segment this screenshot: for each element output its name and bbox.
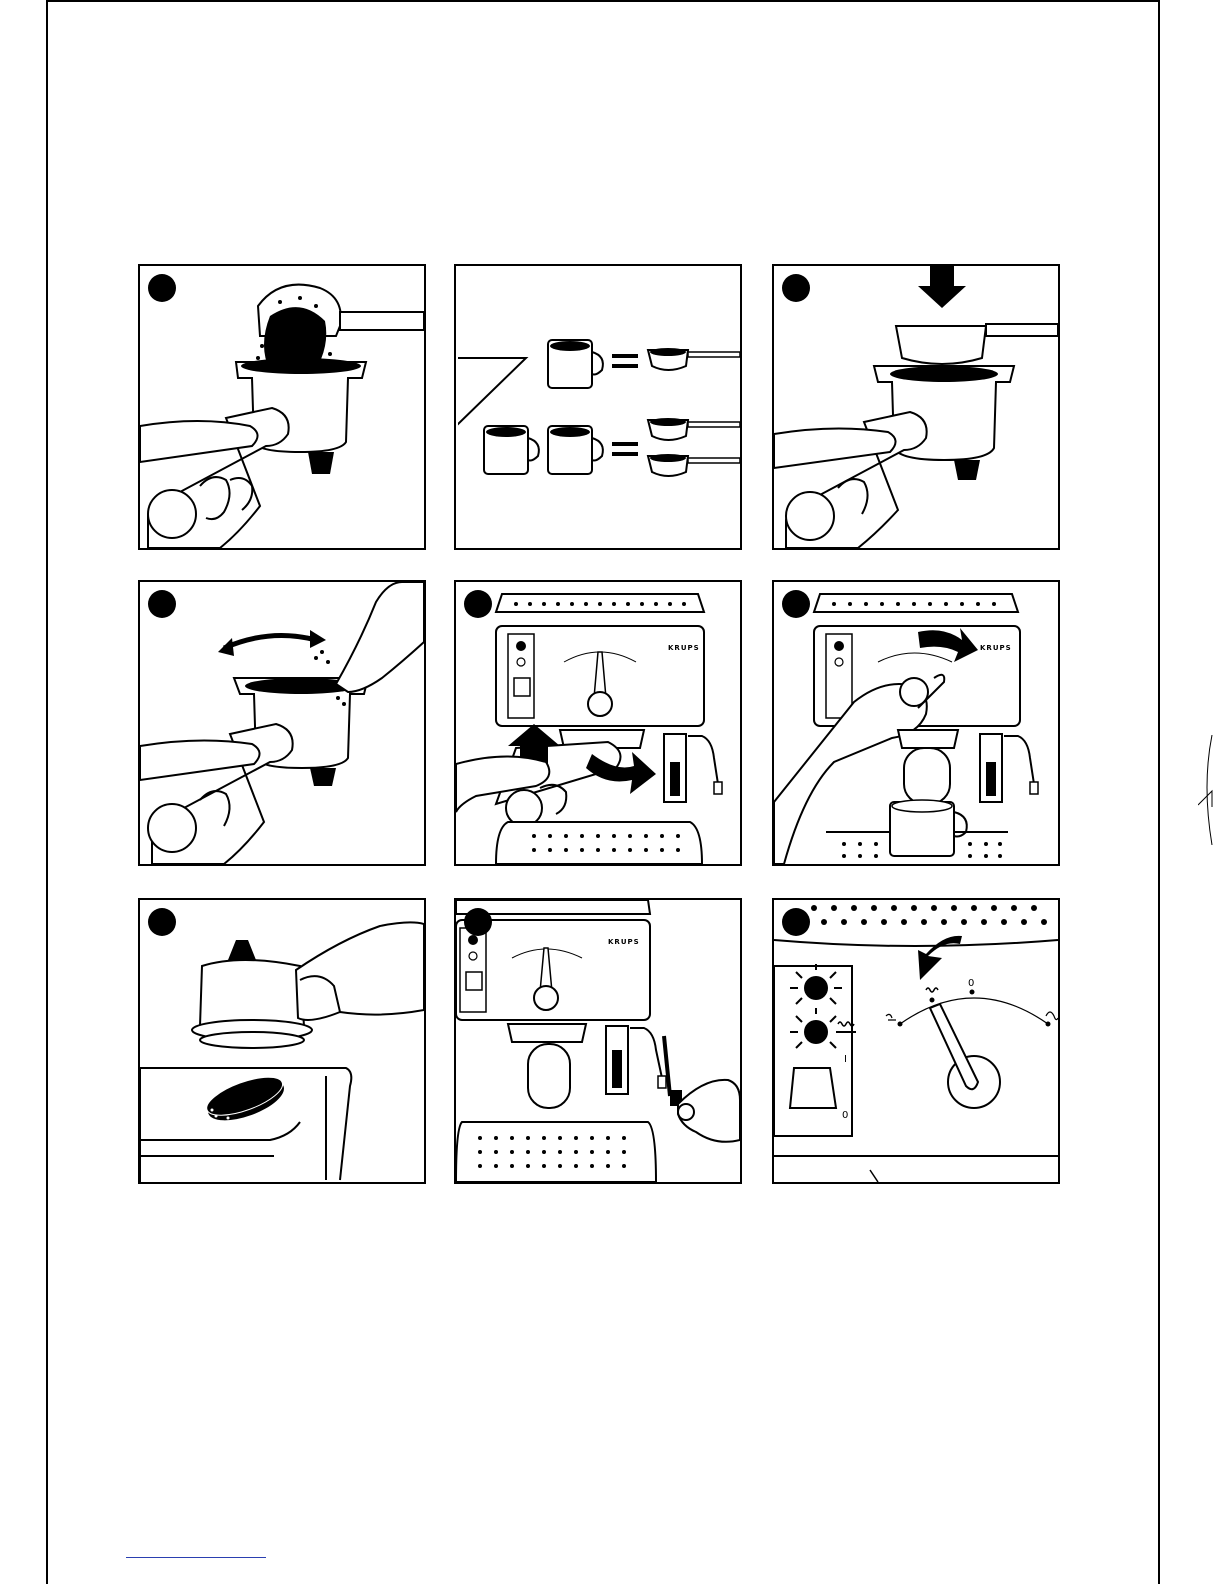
panel-knock-puck	[138, 898, 426, 1184]
steam-nozzle-illustration: KRUPS	[456, 900, 740, 1182]
dial-zero-label: 0	[968, 978, 974, 989]
panel-tamp-coffee	[772, 264, 1060, 550]
step-marker	[148, 590, 176, 618]
step-marker	[464, 908, 492, 936]
wipe-rim-illustration	[140, 582, 424, 864]
step-marker	[782, 590, 810, 618]
step-marker	[464, 590, 492, 618]
panel-insert-holder: KRUPS	[454, 580, 742, 866]
panel-cup-scoop-ratio	[454, 264, 742, 550]
cup-icon	[548, 340, 603, 388]
panel-turn-dial: KRUPS	[772, 580, 1060, 866]
brand-label: KRUPS	[668, 644, 700, 652]
crop-mark	[1198, 735, 1224, 845]
panel-fill-filter	[138, 264, 426, 550]
brand-label: KRUPS	[608, 938, 640, 946]
brand-label: KRUPS	[980, 644, 1012, 652]
tamp-coffee-illustration	[774, 266, 1058, 548]
switch-on-label: I	[844, 1054, 847, 1065]
fill-filter-illustration	[140, 266, 424, 548]
footer-rule	[126, 1557, 266, 1558]
step-marker	[782, 274, 810, 302]
panel-wipe-rim	[138, 580, 426, 866]
insert-holder-illustration: KRUPS	[456, 582, 740, 864]
step-marker	[148, 908, 176, 936]
step-marker	[148, 274, 176, 302]
panel-steam-nozzle: KRUPS	[454, 898, 742, 1184]
step-marker	[782, 908, 810, 936]
dial-closeup-illustration: I 0 0	[774, 900, 1058, 1182]
cup-scoop-ratio-illustration	[456, 266, 740, 548]
knock-puck-illustration	[140, 900, 424, 1182]
panel-dial-closeup: I 0 0	[772, 898, 1060, 1184]
turn-dial-illustration: KRUPS	[774, 582, 1058, 864]
switch-off-label: 0	[842, 1110, 848, 1121]
